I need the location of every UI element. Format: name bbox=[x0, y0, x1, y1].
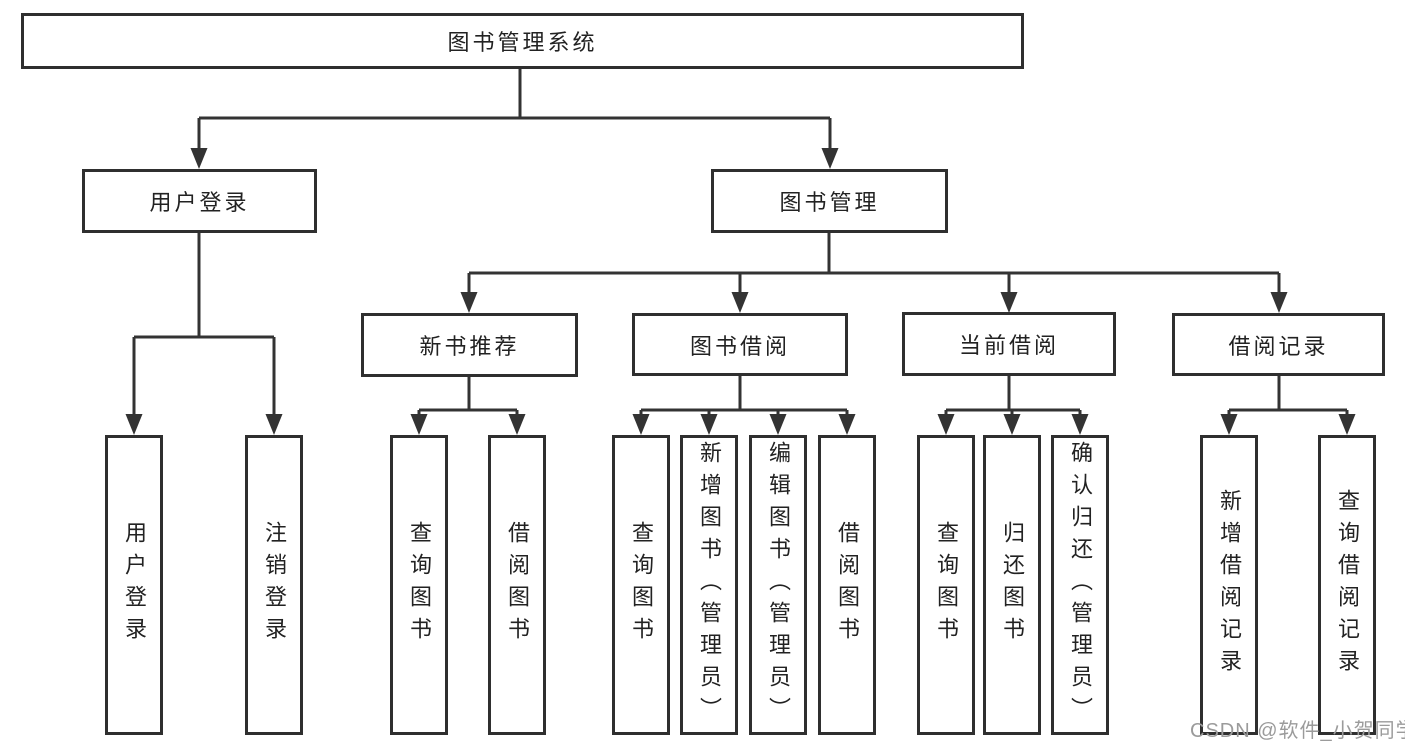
leaf-edit-book-admin-label: 编辑图书（管理员） bbox=[766, 441, 791, 729]
leaf-borrow-books-label: 借阅图书 bbox=[835, 521, 860, 649]
leaf-logout: 注销登录 bbox=[245, 435, 303, 735]
node-book-management: 图书管理 bbox=[711, 169, 948, 233]
connector-book-management bbox=[467, 233, 1281, 297]
node-current-borrow: 当前借阅 bbox=[902, 312, 1116, 376]
arrowhead bbox=[1071, 414, 1089, 435]
node-user-login: 用户登录 bbox=[82, 169, 317, 233]
leaf-add-borrow-record-label: 新增借阅记录 bbox=[1217, 489, 1242, 681]
arrowhead bbox=[460, 292, 478, 313]
arrowhead bbox=[1338, 414, 1356, 435]
connector-root bbox=[197, 69, 832, 153]
node-current-borrow-label: 当前借阅 bbox=[958, 333, 1059, 358]
arrowhead bbox=[1220, 414, 1238, 435]
leaf-borrow-books-recommend-label: 借阅图书 bbox=[505, 521, 530, 649]
arrowhead bbox=[731, 292, 749, 313]
leaf-logout-label: 注销登录 bbox=[262, 521, 287, 649]
leaf-confirm-return-admin: 确认归还（管理员） bbox=[1051, 435, 1109, 735]
connector-book-borrow bbox=[639, 376, 849, 419]
connector-new-book-recommend bbox=[417, 377, 519, 419]
arrowhead bbox=[265, 414, 283, 435]
leaf-query-books-recommend: 查询图书 bbox=[390, 435, 448, 735]
node-new-book-recommend: 新书推荐 bbox=[361, 313, 578, 377]
arrowhead bbox=[700, 414, 718, 435]
arrowhead bbox=[508, 414, 526, 435]
arrowhead bbox=[1000, 292, 1018, 313]
arrowhead bbox=[1270, 292, 1288, 313]
arrowhead bbox=[410, 414, 428, 435]
arrowhead bbox=[190, 148, 208, 169]
arrowhead bbox=[125, 414, 143, 435]
leaf-return-book: 归还图书 bbox=[983, 435, 1041, 735]
leaf-query-borrow-record-label: 查询借阅记录 bbox=[1335, 489, 1360, 681]
arrowhead bbox=[769, 414, 787, 435]
arrowhead bbox=[632, 414, 650, 435]
node-new-book-recommend-label: 新书推荐 bbox=[419, 334, 520, 359]
node-book-borrow: 图书借阅 bbox=[632, 313, 848, 376]
leaf-confirm-return-admin-label: 确认归还（管理员） bbox=[1068, 441, 1093, 729]
node-root-label: 图书管理系统 bbox=[447, 30, 598, 55]
leaf-query-books-current-label: 查询图书 bbox=[934, 521, 959, 649]
leaf-add-book-admin-label: 新增图书（管理员） bbox=[697, 441, 722, 729]
csdn-watermark: CSDN @软件_小贺同学 bbox=[1190, 720, 1405, 742]
leaf-user-login-label: 用户登录 bbox=[122, 521, 147, 649]
arrowhead bbox=[937, 414, 955, 435]
connector-borrow-records bbox=[1227, 376, 1349, 419]
leaf-query-books-recommend-label: 查询图书 bbox=[407, 521, 432, 649]
leaf-query-books-current: 查询图书 bbox=[917, 435, 975, 735]
leaf-add-book-admin: 新增图书（管理员） bbox=[680, 435, 738, 735]
leaf-edit-book-admin: 编辑图书（管理员） bbox=[749, 435, 807, 735]
node-book-borrow-label: 图书借阅 bbox=[689, 333, 790, 359]
arrowhead bbox=[821, 148, 839, 169]
leaf-borrow-books: 借阅图书 bbox=[818, 435, 876, 735]
leaf-borrow-books-recommend: 借阅图书 bbox=[488, 435, 546, 735]
leaf-query-books-borrow: 查询图书 bbox=[612, 435, 670, 735]
node-borrow-records-label: 借阅记录 bbox=[1228, 333, 1329, 359]
leaf-query-books-borrow-label: 查询图书 bbox=[629, 521, 654, 649]
leaf-user-login: 用户登录 bbox=[105, 435, 163, 735]
leaf-query-borrow-record: 查询借阅记录 bbox=[1318, 435, 1376, 735]
arrowhead bbox=[1003, 414, 1021, 435]
arrowhead bbox=[838, 414, 856, 435]
leaf-return-book-label: 归还图书 bbox=[1000, 521, 1025, 649]
node-book-management-label: 图书管理 bbox=[779, 190, 880, 215]
leaf-add-borrow-record: 新增借阅记录 bbox=[1200, 435, 1258, 735]
node-root: 图书管理系统 bbox=[21, 13, 1024, 69]
connector-current-borrow bbox=[944, 376, 1082, 419]
connector-user-login bbox=[132, 233, 276, 419]
node-borrow-records: 借阅记录 bbox=[1172, 313, 1385, 376]
node-user-login-label: 用户登录 bbox=[149, 190, 250, 215]
